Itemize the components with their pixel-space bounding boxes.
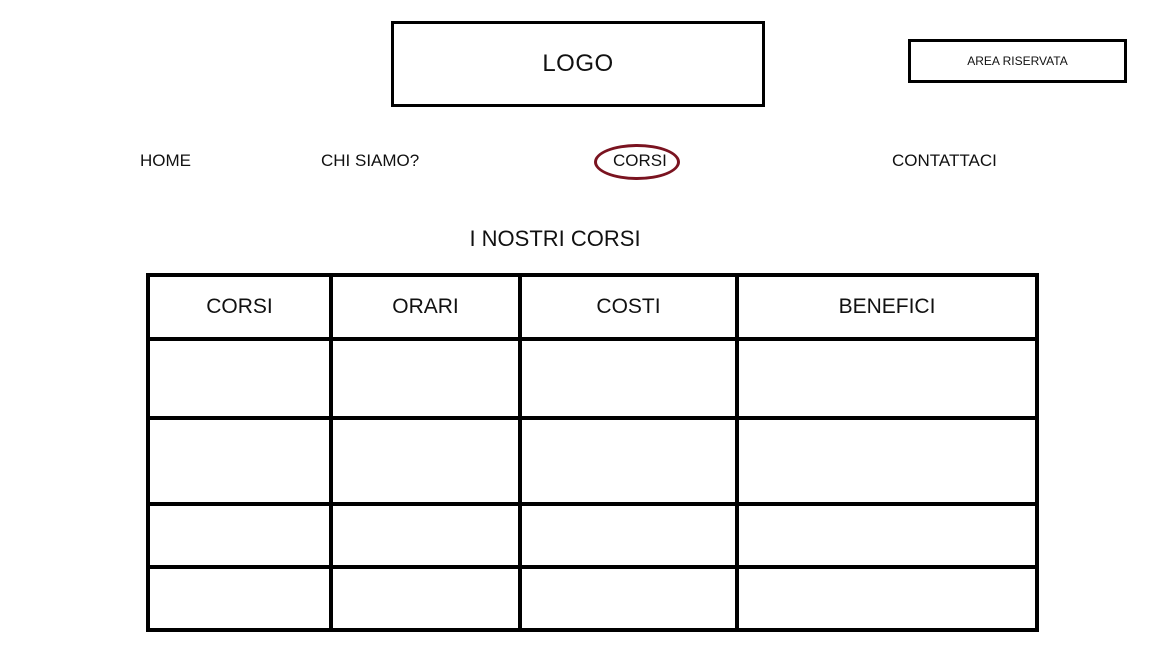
table-row (146, 501, 1039, 569)
active-nav-indicator (594, 144, 680, 180)
table-header-row: CORSI ORARI COSTI BENEFICI (146, 273, 1039, 341)
column-header-orari: ORARI (329, 273, 522, 341)
table-cell (146, 336, 333, 421)
table-row (146, 416, 1039, 506)
table-cell (146, 501, 333, 569)
nav-item-chi-siamo[interactable]: CHI SIAMO? (321, 151, 420, 170)
table-cell (518, 501, 739, 569)
table-cell (735, 501, 1039, 569)
reserved-area-label: AREA RISERVATA (967, 54, 1068, 68)
nav-item-corsi[interactable]: CORSI (613, 151, 667, 170)
table-cell (329, 416, 522, 506)
table-cell (146, 564, 333, 633)
table-cell (735, 416, 1039, 506)
table-cell (329, 564, 522, 633)
courses-table: CORSI ORARI COSTI BENEFICI (146, 273, 1039, 633)
column-header-benefici: BENEFICI (735, 273, 1039, 341)
table-cell (146, 416, 333, 506)
table-cell (735, 336, 1039, 421)
nav-item-home[interactable]: HOME (140, 151, 191, 170)
table-cell (518, 564, 739, 633)
logo-text: LOGO (542, 50, 614, 77)
column-header-corsi: CORSI (146, 273, 333, 341)
table-row (146, 564, 1039, 633)
logo[interactable]: LOGO (391, 21, 765, 107)
table-cell (518, 416, 739, 506)
table-cell (518, 336, 739, 421)
column-header-costi: COSTI (518, 273, 739, 341)
table-row (146, 336, 1039, 421)
page-title: I NOSTRI CORSI (469, 226, 641, 251)
nav-item-contattaci[interactable]: CONTATTACI (892, 151, 997, 170)
reserved-area-button[interactable]: AREA RISERVATA (908, 39, 1127, 83)
table-cell (329, 501, 522, 569)
table-cell (735, 564, 1039, 633)
table-cell (329, 336, 522, 421)
